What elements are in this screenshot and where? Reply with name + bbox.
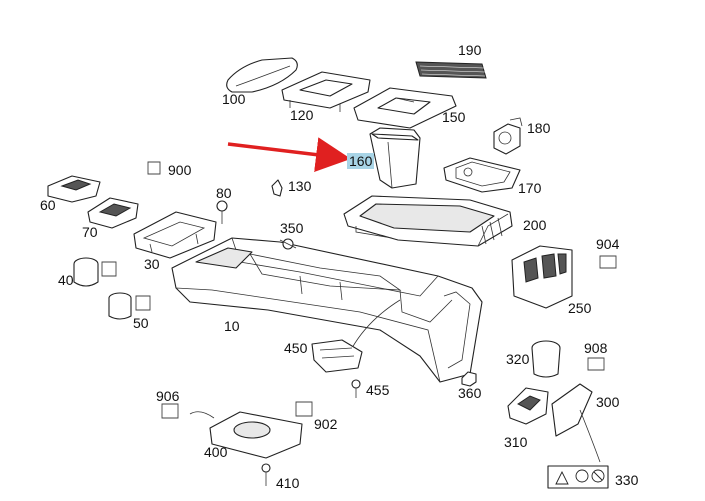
label-part-902: 902 [314, 416, 338, 432]
connector-908-symbol [587, 357, 605, 371]
label-part-450: 450 [284, 340, 308, 356]
label-part-200: 200 [523, 217, 547, 233]
connector-906-symbol [161, 403, 179, 419]
part-50-socket [108, 292, 151, 320]
part-180-switch [493, 117, 523, 155]
label-part-320: 320 [506, 351, 530, 367]
part-300-cover [551, 383, 601, 463]
connector-900-symbol [147, 161, 161, 175]
label-part-70: 70 [82, 224, 98, 240]
label-part-30: 30 [144, 256, 160, 272]
label-part-160-highlighted[interactable]: 160 [347, 153, 375, 169]
part-310-bezel [507, 387, 549, 425]
part-190-roller-cover [415, 61, 487, 79]
part-100-lid [226, 57, 298, 93]
label-part-40: 40 [58, 272, 74, 288]
part-250-rear-vent [511, 245, 573, 309]
part-80-screw [216, 200, 228, 224]
label-part-310: 310 [504, 434, 528, 450]
connector-904-symbol [599, 255, 617, 269]
label-part-900: 900 [168, 162, 192, 178]
label-part-10: 10 [224, 318, 240, 334]
label-part-250: 250 [568, 300, 592, 316]
label-part-170: 170 [518, 180, 542, 196]
part-360-nut [461, 371, 477, 387]
part-10-console-body [171, 237, 483, 383]
highlight-arrow [227, 137, 351, 173]
label-part-150: 150 [442, 109, 466, 125]
part-130-clip [271, 179, 283, 197]
label-part-360: 360 [458, 385, 482, 401]
label-part-908: 908 [584, 340, 608, 356]
label-part-906: 906 [156, 388, 180, 404]
label-part-50: 50 [133, 315, 149, 331]
part-410-screw [261, 463, 271, 486]
label-part-80: 80 [216, 185, 232, 201]
label-part-130: 130 [288, 178, 312, 194]
part-455-screw [351, 379, 361, 398]
label-part-300: 300 [596, 394, 620, 410]
part-40-socket [73, 257, 117, 287]
part-400-control-unit [189, 411, 303, 459]
label-part-180: 180 [527, 120, 551, 136]
label-part-330: 330 [615, 472, 639, 488]
part-150-frame [353, 87, 457, 129]
part-70-tray [87, 197, 139, 229]
part-450-switch-block [311, 339, 363, 373]
label-part-410: 410 [276, 475, 300, 491]
label-part-904: 904 [596, 236, 620, 252]
part-350-screw [279, 238, 297, 250]
part-330-warning-label [547, 465, 609, 489]
part-30-bracket [133, 211, 217, 259]
label-part-400: 400 [204, 444, 228, 460]
part-120-frame [281, 71, 371, 112]
part-60-cover [47, 175, 101, 203]
label-part-120: 120 [290, 107, 314, 123]
label-part-190: 190 [458, 42, 482, 58]
connector-902-symbol [295, 401, 313, 417]
label-part-100: 100 [222, 91, 246, 107]
label-part-350: 350 [280, 220, 304, 236]
part-160-insert [369, 127, 421, 189]
part-320-socket [531, 340, 561, 378]
label-part-455: 455 [366, 382, 390, 398]
part-170-mat [443, 157, 521, 193]
label-part-60: 60 [40, 197, 56, 213]
part-200-console-top [343, 195, 513, 247]
